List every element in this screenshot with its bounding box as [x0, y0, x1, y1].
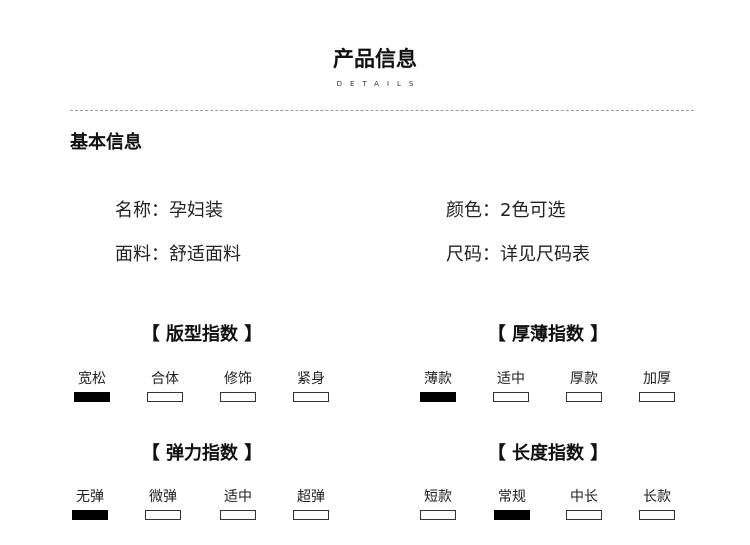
fit-option: 合体 — [135, 370, 195, 402]
elasticity-option-box — [145, 510, 181, 520]
fit-option-label: 修饰 — [224, 371, 252, 387]
fit-option-box — [293, 392, 329, 402]
elasticity-option-label: 微弹 — [149, 489, 177, 505]
length-option-label: 长款 — [643, 489, 671, 505]
section-divider — [70, 110, 694, 111]
length-option-box — [639, 510, 675, 520]
fit-option-label: 宽松 — [78, 371, 106, 387]
thickness-index-title: 【 厚薄指数 】 — [487, 324, 609, 345]
fit-option-box — [74, 392, 110, 402]
length-option-box — [566, 510, 602, 520]
fit-index-title: 【 版型指数 】 — [141, 324, 263, 345]
thickness-option-box — [639, 392, 675, 402]
page-subtitle: DETAILS — [336, 80, 422, 88]
thickness-option-label: 加厚 — [643, 371, 671, 387]
elasticity-option-label: 无弹 — [76, 489, 104, 505]
fit-option: 修饰 — [208, 370, 268, 402]
fit-option: 宽松 — [62, 370, 122, 402]
basic-info-heading: 基本信息 — [70, 132, 142, 153]
thickness-option: 薄款 — [408, 370, 468, 402]
thickness-option-label: 厚款 — [570, 371, 598, 387]
thickness-option: 厚款 — [554, 370, 614, 402]
elasticity-index-title: 【 弹力指数 】 — [141, 443, 263, 464]
elasticity-option-box — [220, 510, 256, 520]
thickness-option-label: 适中 — [497, 371, 525, 387]
thickness-option: 加厚 — [627, 370, 687, 402]
elasticity-option-label: 超弹 — [297, 489, 325, 505]
fit-option-label: 紧身 — [297, 371, 325, 387]
fit-option-box — [147, 392, 183, 402]
length-option-label: 短款 — [424, 489, 452, 505]
length-option: 中长 — [554, 488, 614, 520]
length-option: 常规 — [482, 488, 542, 520]
length-option-label: 常规 — [498, 489, 526, 505]
info-size: 尺码：详见尺码表 — [446, 244, 590, 265]
info-fabric: 面料：舒适面料 — [115, 244, 241, 265]
length-option: 长款 — [627, 488, 687, 520]
elasticity-option: 适中 — [208, 488, 268, 520]
length-index-title: 【 长度指数 】 — [487, 443, 609, 464]
elasticity-option: 超弹 — [281, 488, 341, 520]
fit-option: 紧身 — [281, 370, 341, 402]
fit-option-box — [220, 392, 256, 402]
thickness-option-box — [493, 392, 529, 402]
length-option: 短款 — [408, 488, 468, 520]
length-option-label: 中长 — [570, 489, 598, 505]
elasticity-option-box — [293, 510, 329, 520]
info-color: 颜色：2色可选 — [446, 200, 566, 221]
fit-option-label: 合体 — [151, 371, 179, 387]
length-option-box — [420, 510, 456, 520]
elasticity-option-box — [72, 510, 108, 520]
thickness-option: 适中 — [481, 370, 541, 402]
elasticity-option-label: 适中 — [224, 489, 252, 505]
thickness-option-box — [420, 392, 456, 402]
length-option-box — [494, 510, 530, 520]
elasticity-option: 微弹 — [133, 488, 193, 520]
elasticity-option: 无弹 — [60, 488, 120, 520]
thickness-option-box — [566, 392, 602, 402]
info-name: 名称：孕妇装 — [115, 200, 223, 221]
thickness-option-label: 薄款 — [424, 371, 452, 387]
page-title: 产品信息 — [333, 47, 417, 71]
